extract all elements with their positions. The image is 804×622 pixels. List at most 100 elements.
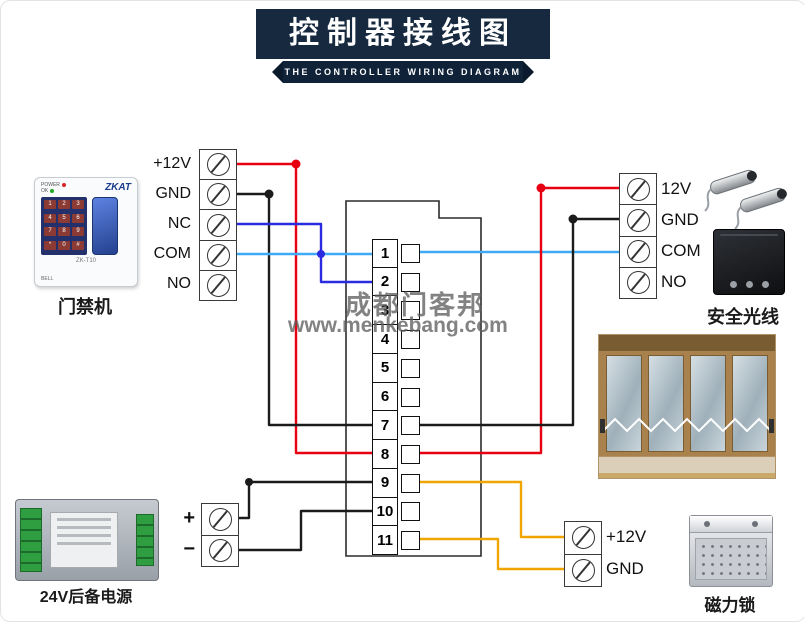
lock-terminal-block [564, 521, 602, 587]
controller-terminal: 6 [372, 382, 420, 412]
screw-terminal [626, 208, 650, 232]
terminal-label: GND [606, 559, 644, 578]
maglock-face [695, 538, 767, 580]
terminal-label: 12V [661, 178, 692, 198]
keypad-key: * [44, 240, 56, 250]
sticker-line [57, 526, 111, 529]
glass-pane [732, 355, 768, 452]
wire-black-beam-gnd [419, 217, 619, 427]
watermark-url: www.menkebang.com [288, 314, 508, 337]
controller-terminal: 4 [372, 325, 420, 354]
beam-sensors-icon [704, 169, 787, 230]
terminal-cell [200, 271, 236, 300]
beam-power-unit [713, 229, 785, 295]
controller-terminal: 7 [372, 411, 420, 441]
keypad-model: ZK-T10 [75, 258, 96, 264]
unit-terminals [714, 281, 784, 288]
keypad-key: 8 [58, 227, 70, 236]
access-keypad-device: POWER OK ZKAT 1 2 3 4 5 6 7 8 9 * 0 # ZK… [34, 177, 138, 287]
terminal-label: COM [661, 240, 701, 260]
terminal-number: 6 [372, 382, 398, 412]
card-reader-zone [92, 197, 118, 255]
terminal-label: NO [167, 275, 191, 292]
controller-outline [345, 200, 482, 557]
bell-label: BELL [41, 276, 54, 282]
terminal-number: 3 [372, 296, 398, 326]
terminal-port [401, 272, 420, 292]
terminal-port [401, 387, 420, 407]
screw-terminal [206, 273, 230, 297]
sticker-line [57, 518, 111, 521]
screw-terminal [206, 213, 230, 237]
wire-black-backup-plus [235, 480, 372, 520]
beam-sensors-image [699, 167, 795, 231]
screw-terminal [626, 240, 650, 264]
terminal-port [401, 301, 420, 321]
junction-dot [245, 478, 253, 486]
backup-power-device [15, 499, 159, 581]
terminal-port [401, 473, 420, 493]
backup-power-caption: 24V后备电源 [39, 589, 133, 606]
keypad-terminal-labels: +12V GND NC COM NO [127, 149, 191, 299]
terminal-cell [202, 536, 238, 567]
terminal-cell [620, 174, 656, 206]
screw-terminal [206, 183, 230, 207]
beam-caption: 安全光线 [707, 307, 779, 327]
terminal-number: 5 [372, 353, 398, 383]
terminal-port [401, 502, 420, 522]
terminal-cell [620, 237, 656, 268]
terminal-cell [200, 210, 236, 241]
maglock-plate [690, 516, 772, 533]
keypad-body: 1 2 3 4 5 6 7 8 9 * 0 # [35, 194, 137, 255]
page-title: 控制器接线图 [256, 9, 550, 59]
wire-red-beam-12v [419, 186, 619, 455]
terminal-label: GND [155, 185, 191, 202]
keypad-leds: POWER OK [41, 182, 66, 194]
junction-dot [568, 214, 578, 224]
terminal-label: +12V [153, 155, 191, 172]
keypad-key: # [72, 240, 84, 250]
wire-black-keypad-gnd [233, 192, 372, 427]
controller-terminal: 2 [372, 267, 420, 297]
power-label-sticker [50, 512, 118, 568]
controller-terminal: 10 [372, 497, 420, 527]
controller-terminal: 3 [372, 296, 420, 326]
power-connector [136, 514, 154, 566]
terminal-port [401, 330, 420, 350]
keypad-brand: ZKAT [105, 182, 131, 193]
terminal-label: +12V [606, 527, 647, 546]
terminal-label: + [183, 507, 195, 529]
glass-pane [648, 355, 684, 452]
wire-yellow-lock-gnd [419, 537, 564, 571]
keypad-key: 4 [44, 213, 56, 223]
terminal-port [401, 445, 420, 464]
junction-dot [291, 159, 301, 169]
terminal-label: GND [661, 209, 699, 229]
terminal-number: 8 [372, 440, 398, 469]
glass-door-image [598, 334, 776, 479]
screw-terminal [206, 153, 230, 177]
backup-terminal-labels: + − [169, 503, 195, 565]
screw-terminal [571, 558, 595, 582]
beam-terminal-labels: 12V GND COM NO [661, 173, 721, 297]
wire-black-backup-minus [235, 509, 372, 552]
watermark-text: 成都门客邦 [345, 290, 486, 320]
screw-terminal [571, 526, 595, 550]
controller-terminal: 1 [372, 239, 420, 268]
door-glass-panels [599, 351, 775, 456]
terminal-port [401, 531, 420, 551]
terminal-port [401, 358, 420, 378]
keypad-key: 0 [58, 240, 70, 250]
terminal-number: 11 [372, 526, 398, 556]
terminal-label: NO [661, 271, 687, 291]
controller-terminal: 9 [372, 468, 420, 498]
terminal-number: 10 [372, 497, 398, 527]
screw-hole [752, 521, 758, 527]
beam-zigzag-line [602, 417, 772, 433]
keypad-key: 1 [44, 200, 56, 209]
power-label: POWER [41, 182, 60, 188]
junction-dot [317, 250, 325, 258]
terminal-number: 9 [372, 468, 398, 498]
backup-terminal-block [201, 503, 239, 567]
